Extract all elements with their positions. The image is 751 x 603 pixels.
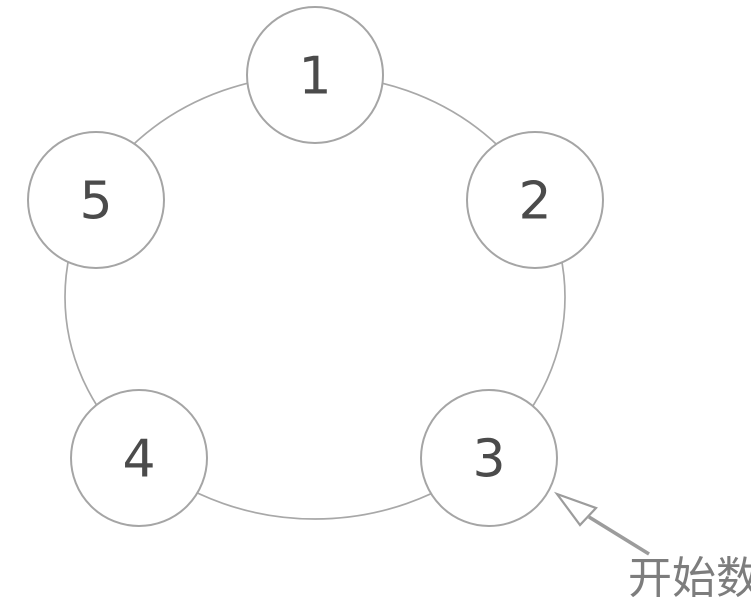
start-annotation-label: 开始数 bbox=[628, 553, 751, 603]
node-5: 5 bbox=[27, 131, 165, 269]
start-arrow bbox=[553, 491, 650, 556]
node-1-circle bbox=[246, 6, 384, 144]
node-1: 1 bbox=[246, 6, 384, 144]
node-2: 2 bbox=[466, 131, 604, 269]
node-3: 3 bbox=[420, 389, 558, 527]
start-arrow-head bbox=[553, 491, 598, 527]
node-2-label: 2 bbox=[518, 172, 551, 232]
node-5-label: 5 bbox=[79, 172, 112, 232]
node-4-circle bbox=[70, 389, 208, 527]
node-1-label: 1 bbox=[298, 47, 331, 107]
node-4-label: 4 bbox=[122, 430, 155, 490]
start-arrow-shaft bbox=[588, 515, 650, 556]
node-2-circle bbox=[466, 131, 604, 269]
node-3-label: 3 bbox=[472, 430, 505, 490]
node-3-circle bbox=[420, 389, 558, 527]
node-5-circle bbox=[27, 131, 165, 269]
node-4: 4 bbox=[70, 389, 208, 527]
